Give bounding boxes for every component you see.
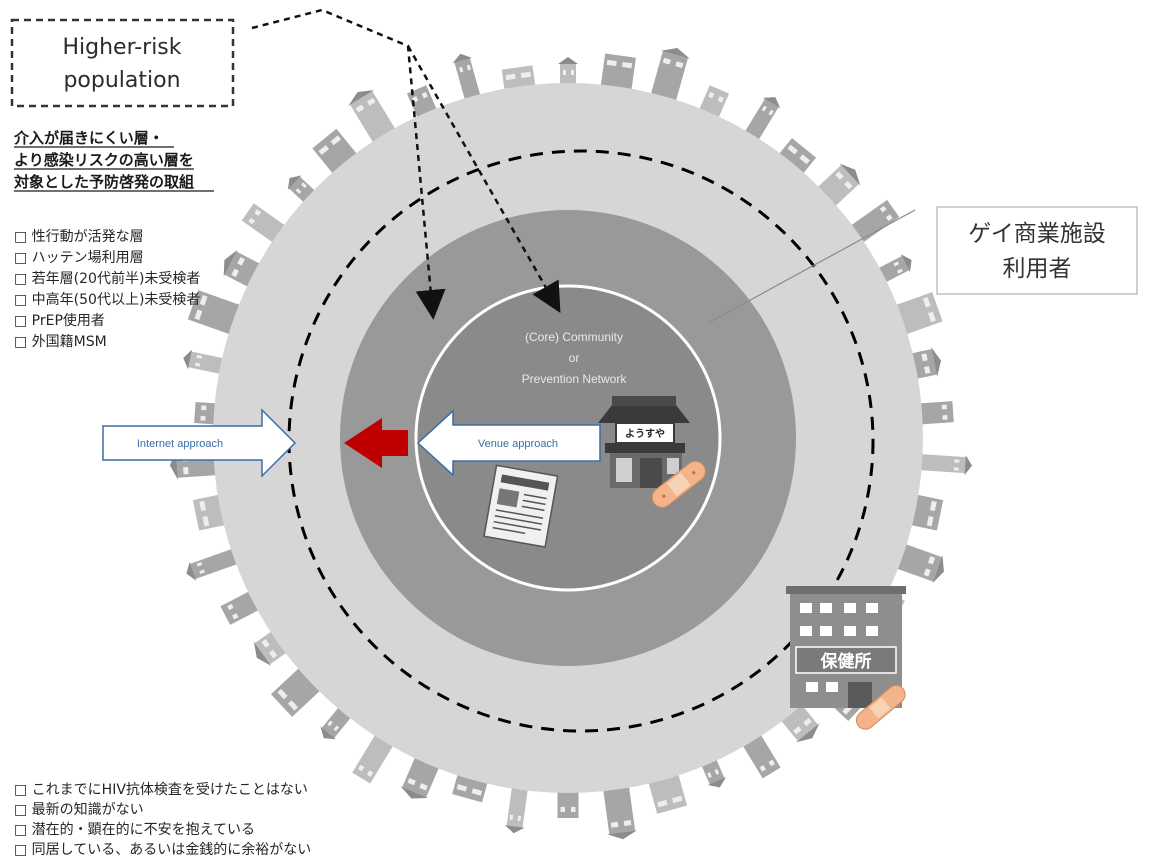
target-list-item: □ 中高年(50代以上)未受検者 (14, 291, 200, 308)
health-center-building: 保健所 (786, 586, 906, 708)
city-building-icon (600, 53, 636, 96)
target-heading: 介入が届きにくい層・ より感染リスクの高い層を 対象とした予防啓発の取組 (13, 129, 214, 192)
higher-risk-line-2: population (63, 68, 180, 93)
target-heading-line-1: 介入が届きにくい層・ (13, 129, 164, 147)
city-building-icon (741, 97, 781, 145)
red-outreach-arrow (344, 418, 408, 468)
internet-approach-label: Internet approach (137, 438, 223, 450)
core-line-3: Prevention Network (522, 372, 628, 386)
city-building-icon (649, 48, 690, 107)
bottom-list-item: □ 潜在的・顕在的に不安を抱えている (14, 822, 255, 838)
city-building-icon (557, 786, 579, 818)
bottom-list-item: □ 同居している、あるいは金銭的に余裕がない (14, 841, 311, 858)
target-heading-line-2: より感染リスクの高い層を (14, 151, 194, 169)
city-building-icon (602, 780, 638, 840)
bottom-list: □ これまでにHIV抗体検査を受けたことはない □ 最新の知識がない □ 潜在的・顕… (14, 782, 311, 858)
gay-venue-label-box: ゲイ商業施設 利用者 (709, 206, 1138, 323)
city-building-icon (183, 349, 229, 376)
target-list-item: □ 若年層(20代前半)未受検者 (14, 270, 200, 287)
clinic-sign: 保健所 (820, 651, 872, 672)
shop-icon: ようすや (598, 396, 690, 488)
city-building-icon (914, 401, 954, 425)
newspaper-icon (483, 464, 559, 548)
bottom-list-item: □ 最新の知識がない (14, 801, 144, 818)
shop-sign: ようすや (625, 428, 665, 440)
gay-venue-line-1: ゲイ商業施設 (968, 221, 1106, 247)
city-building-icon (186, 547, 243, 581)
bandage-icon-clinic (855, 685, 906, 730)
target-list-item: □ 外国籍MSM (14, 333, 107, 350)
target-list-item: □ PrEP使用者 (14, 312, 105, 329)
gay-venue-line-2: 利用者 (1003, 256, 1072, 282)
city-building-icon (775, 138, 817, 178)
city-building-icon (914, 453, 973, 476)
target-heading-line-3: 対象とした予防啓発の取組 (13, 173, 194, 191)
city-building-icon (187, 290, 246, 337)
city-building-icon (452, 53, 482, 106)
higher-risk-line-1: Higher-risk (62, 35, 181, 60)
core-line-1: (Core) Community (525, 330, 623, 344)
pointer-lines (251, 8, 561, 320)
city-building-icon (846, 199, 900, 246)
venue-approach-label: Venue approach (478, 438, 558, 450)
internet-approach-arrow: Internet approach (102, 408, 297, 478)
higher-risk-label-box: Higher-risk population (10, 18, 235, 108)
core-community-label: (Core) Community or Prevention Network (522, 330, 628, 386)
core-line-2: or (569, 351, 580, 365)
bandage-icon (651, 460, 706, 508)
venue-approach-arrow: Venue approach (416, 409, 601, 477)
target-list: □ 性行動が活発な層 □ ハッテン場利用層 □ 若年層(20代前半)未受検者 □ 中高… (14, 229, 200, 350)
city-building-icon (504, 781, 529, 834)
target-list-item: □ 性行動が活発な層 (14, 229, 144, 245)
city-building-icon (352, 729, 397, 784)
target-list-item: □ ハッテン場利用層 (14, 250, 144, 266)
bottom-list-item: □ これまでにHIV抗体検査を受けたことはない (14, 782, 308, 798)
